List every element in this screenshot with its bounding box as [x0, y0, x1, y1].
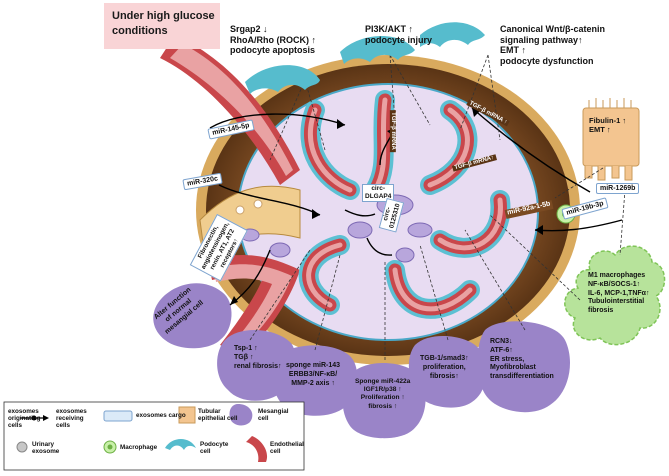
callout-line: ER stress, [490, 355, 525, 363]
effect-line: Canonical Wnt/β-catenin [500, 24, 605, 34]
callout-line: TGB-1/smad3↑ [420, 355, 469, 362]
legend-line: cell [258, 415, 269, 422]
macrophage-effect-cloud [564, 245, 666, 346]
leader-lines [249, 54, 626, 360]
macrophage-line: fibrosis [588, 307, 614, 314]
legend-endothelial: Endothelial cell [270, 441, 304, 455]
callout-line: fibrosis ↑ [368, 402, 398, 410]
legend-line: Urinary [32, 441, 55, 448]
circ-line: circ- [371, 185, 386, 192]
callout-line: renal fibrosis↑ [234, 362, 282, 370]
legend-line: Podocyte [200, 441, 229, 448]
callout-line: Sponge miR-422a [355, 378, 411, 385]
callout-line: Myofibroblast [490, 364, 536, 372]
fibulin-text: Fibulin-1 ↑ EMT ↑ [589, 116, 627, 135]
callout-line: fibrosis↑ [429, 372, 459, 380]
callout-sponge-mir143: sponge miR-143 ERBB3/NF-κB/ MMP-2 axis ↑ [286, 362, 340, 388]
macrophage-line: IL-6, MCP-1,TNFα↑ [588, 289, 650, 297]
legend-exosome-receiving: exosomes receiving cells [56, 408, 87, 429]
mesangial-callouts [153, 283, 570, 439]
callout-line: proliferation, [422, 363, 466, 371]
legend-line: exosome [32, 448, 60, 455]
callout-tsp1: Tsp-1 ↑ TGβ ↑ renal fibrosis↑ [234, 345, 281, 371]
legend-line: Endothelial [270, 441, 304, 448]
mir-1269b-label: miR-1269b [596, 183, 640, 194]
callout-line: ATF-6↑ [490, 346, 513, 354]
callout-line: ERBB3/NF-κB/ [288, 370, 338, 378]
top-effects-right: Canonical Wnt/β-catenin signaling pathwa… [500, 24, 605, 66]
circ-line: DLGAP4 [365, 193, 392, 201]
legend-line: cells [56, 422, 71, 429]
macrophage-line: M1 macrophages [588, 272, 646, 279]
legend-line: cells [8, 422, 23, 429]
effect-line: podocyte dysfunction [500, 55, 594, 66]
legend-urinary: Urinary exosome [32, 441, 59, 455]
callout-line: IGF1R/p38 ↑ [363, 386, 402, 394]
effect-line: EMT ↑ [500, 45, 526, 56]
condition-title-box: Under high glucose conditions [104, 3, 220, 49]
legend-line: epithelial cell [198, 415, 238, 422]
legend-exosomes-cargo: exosomes cargo [136, 412, 186, 419]
fibulin-line: Fibulin-1 ↑ [589, 116, 627, 125]
tgfb-mrna-vertical-label: TGF-β mRNA [389, 110, 396, 152]
effect-line: PI3K/AKT ↑ [365, 24, 414, 34]
legend-line: Mesangial [258, 408, 289, 415]
callout-line: sponge miR-143 [286, 362, 341, 369]
legend-line: receiving [56, 415, 84, 422]
legend-line: originating [8, 415, 41, 422]
legend-line: Tubular [198, 408, 221, 415]
callout-line: RCN3↓ [490, 338, 513, 345]
legend-box [3, 401, 305, 471]
legend-podocyte: Podocyte cell [200, 441, 228, 455]
callout-line: transdifferentiation [490, 373, 554, 380]
top-effects-left: Srgap2 ↓ RhoA/Rho (ROCK) ↑ podocyte apop… [230, 24, 316, 56]
legend-tubular: Tubular epithelial cell [198, 408, 238, 422]
callout-tgb1-smad3: TGB-1/smad3↑ proliferation, fibrosis↑ [420, 355, 469, 381]
macrophage-line: NF-κB/SOCS-1↑ [588, 280, 641, 288]
effect-line: podocyte injury [365, 34, 433, 45]
legend-line: exosomes [56, 408, 87, 415]
effect-line: signaling pathway↑ [500, 34, 583, 45]
effect-line: RhoA/Rho (ROCK) ↑ [230, 34, 316, 45]
callout-rcn3: RCN3↓ ATF-6↑ ER stress, Myofibroblast tr… [490, 338, 554, 382]
arterioles [160, 35, 300, 355]
legend-mesangial: Mesangial cell [258, 408, 288, 422]
legend-line: cell [270, 448, 281, 455]
callout-line: TGβ ↑ [234, 353, 254, 361]
effect-line: podocyte apoptosis [230, 45, 316, 56]
condition-title: Under high glucose conditions [112, 10, 215, 37]
callout-line: Tsp-1 ↑ [234, 345, 258, 352]
callout-line: Proliferation ↑ [360, 394, 405, 402]
fibulin-line: EMT ↑ [589, 124, 611, 134]
tubular-epithelial-cell [582, 98, 640, 181]
callout-sponge-mir422a: Sponge miR-422a IGF1R/p38 ↑ Proliferatio… [355, 378, 410, 411]
top-effects-middle: PI3K/AKT ↑ podocyte injury [365, 24, 432, 45]
callout-line: MMP-2 axis ↑ [291, 379, 335, 387]
legend-line: cell [200, 448, 211, 455]
macrophage-effects: M1 macrophages NF-κB/SOCS-1↑ IL-6, MCP-1… [588, 272, 649, 316]
effect-line: Srgap2 ↓ [230, 24, 268, 34]
arrowheads [230, 108, 543, 305]
legend-macrophage: Macrophage [120, 444, 158, 451]
legend-exosome-origin: exosomes originating cells [8, 408, 41, 429]
podocyte-caps [245, 22, 485, 94]
macrophage-line: Tubulointerstitial [588, 298, 645, 306]
legend-line: exosomes [8, 408, 39, 415]
